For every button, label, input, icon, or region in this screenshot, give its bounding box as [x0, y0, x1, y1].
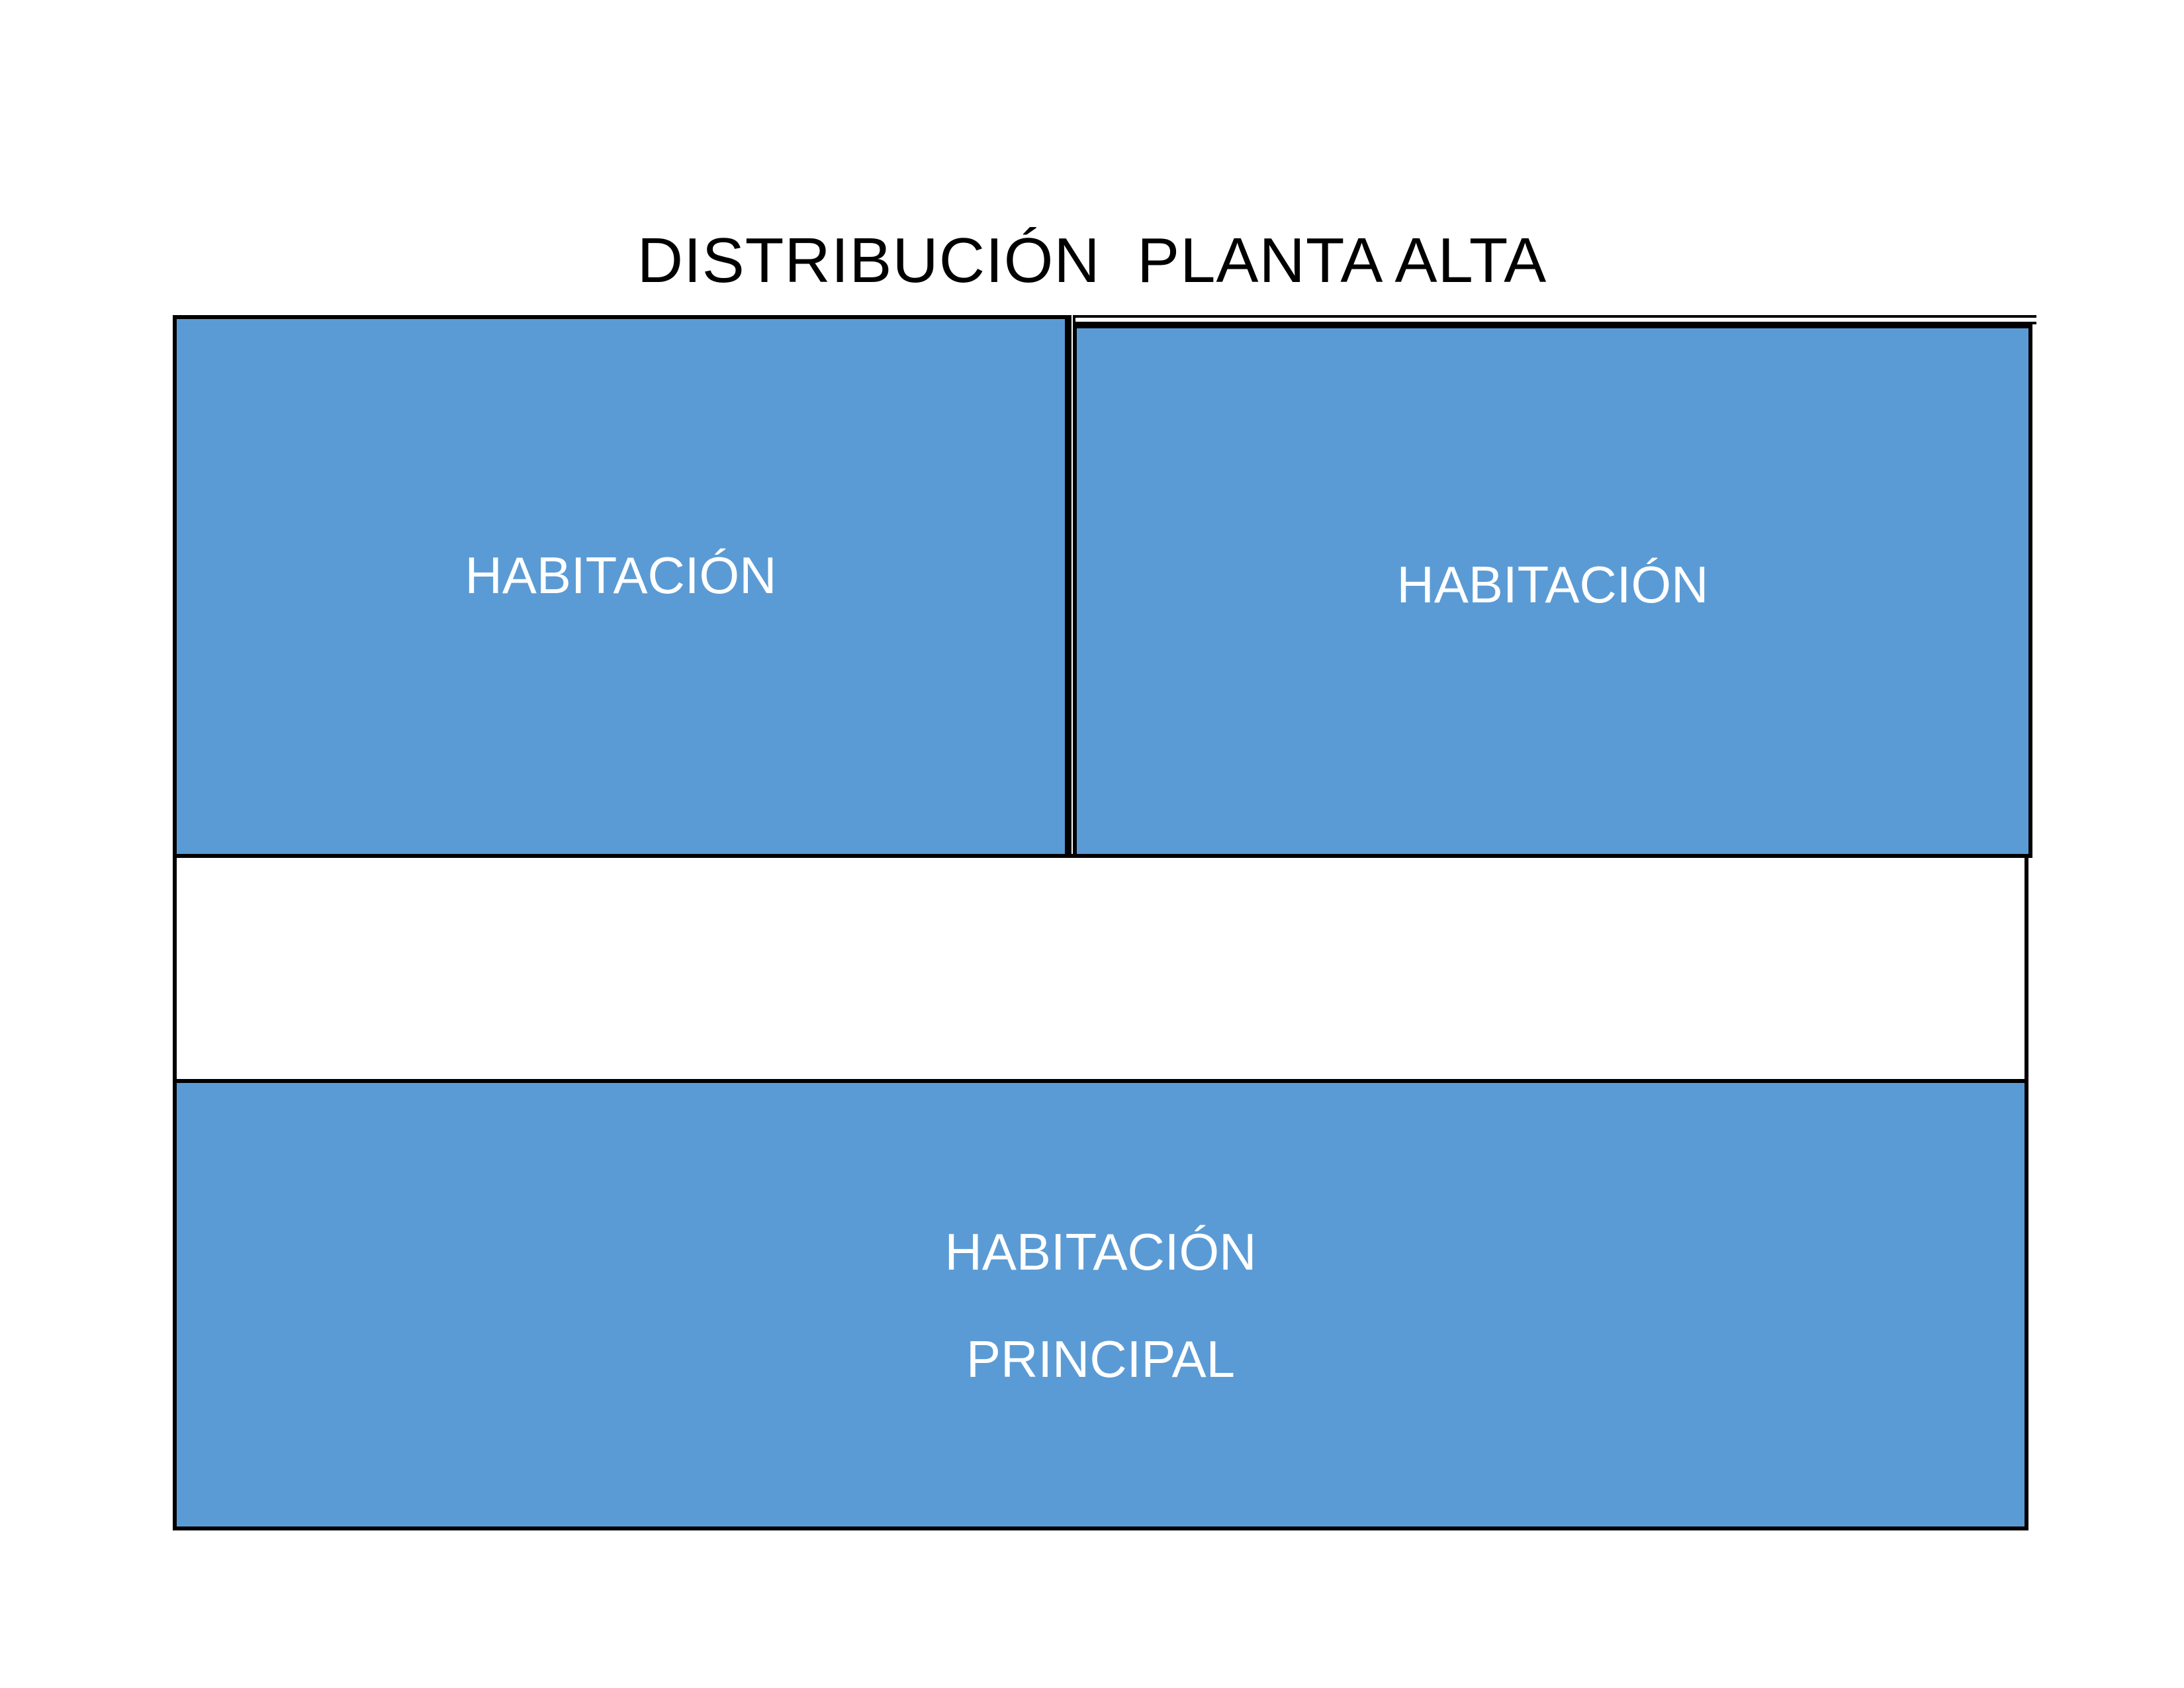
floorplan: HABITACIÓN HABITACIÓN HABITACIÓN PRINCIP…: [173, 315, 2036, 1530]
room-master-bedroom: HABITACIÓN PRINCIPAL: [173, 1079, 2028, 1530]
room-bedroom-1: HABITACIÓN: [173, 315, 1069, 858]
page-title: DISTRIBUCIÓN PLANTA ALTA: [637, 225, 1547, 296]
room-bedroom-2: HABITACIÓN: [1073, 324, 2032, 858]
room-master-bedroom-label-line-2: PRINCIPAL: [966, 1330, 1235, 1388]
room-bedroom-2-label: HABITACIÓN: [1396, 555, 1709, 614]
room-bedroom-1-label: HABITACIÓN: [465, 546, 777, 604]
room-master-bedroom-label-line-1: HABITACIÓN: [944, 1223, 1257, 1281]
room-bedroom-2-top-double-wall: [1069, 315, 2036, 324]
hallway: [173, 854, 2028, 1083]
